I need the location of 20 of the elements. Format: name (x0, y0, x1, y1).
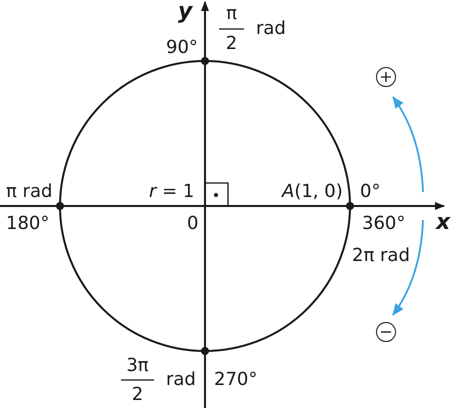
axis-label: y (178, 2, 192, 22)
fraction-numerator: 3π (125, 356, 150, 376)
positive-sign: + (376, 67, 396, 87)
angle-label: π rad (6, 182, 52, 202)
angle-label: 2π rad (352, 246, 410, 266)
angle-label: 360° (362, 214, 406, 234)
negative-sign: − (376, 322, 396, 342)
angle-label: 180° (6, 214, 50, 234)
axis-label: x (436, 213, 450, 233)
point-label: A(1, 0) (282, 182, 343, 202)
fraction-numerator: π (225, 4, 238, 24)
origin-label: 0 (187, 214, 198, 234)
unit-label: rad (256, 19, 286, 39)
angle-label: 90° (166, 38, 198, 58)
unit-label: rad (166, 370, 196, 390)
angle-label: 270° (214, 370, 258, 390)
fraction-denominator: 2 (130, 385, 144, 405)
fraction-denominator: 2 (224, 34, 238, 54)
radius-label: r = 1 (149, 182, 194, 202)
angle-label: 0° (360, 182, 380, 202)
